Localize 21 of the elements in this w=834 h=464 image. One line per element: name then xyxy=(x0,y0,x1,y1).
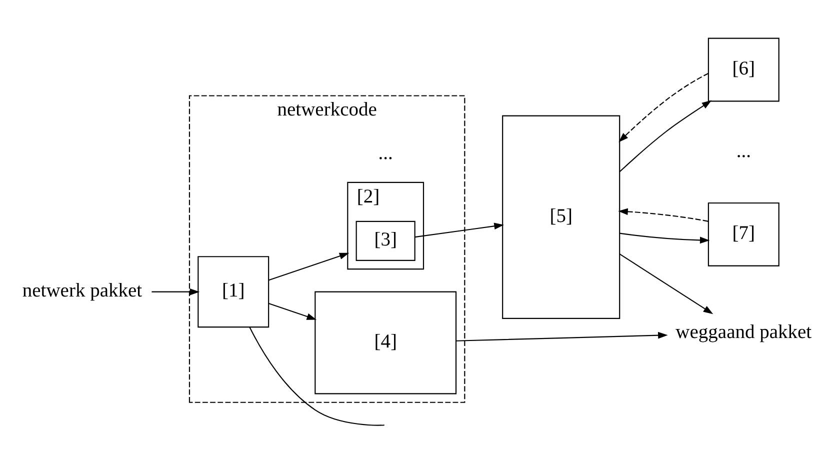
arrow xyxy=(456,332,668,342)
node-box: [6] xyxy=(708,38,780,102)
node-box: [1] xyxy=(198,256,270,328)
node-box: [5] xyxy=(502,115,620,319)
node-box: [3] xyxy=(356,220,416,261)
label: ... xyxy=(378,143,393,164)
arrow xyxy=(618,208,708,222)
arrow xyxy=(414,222,504,238)
arrow xyxy=(619,100,712,172)
arrow xyxy=(268,303,317,320)
node-box: [7] xyxy=(708,202,780,266)
arrow xyxy=(152,288,200,296)
node-text: netwerk pakket xyxy=(22,280,142,302)
arrow xyxy=(618,72,709,142)
label: ... xyxy=(736,140,751,162)
arrow xyxy=(620,232,710,244)
arrow xyxy=(268,252,350,281)
arrow xyxy=(619,254,714,314)
node-text: weggaand pakket xyxy=(676,322,812,343)
connector xyxy=(249,327,384,426)
node-box: [4] xyxy=(314,291,457,394)
